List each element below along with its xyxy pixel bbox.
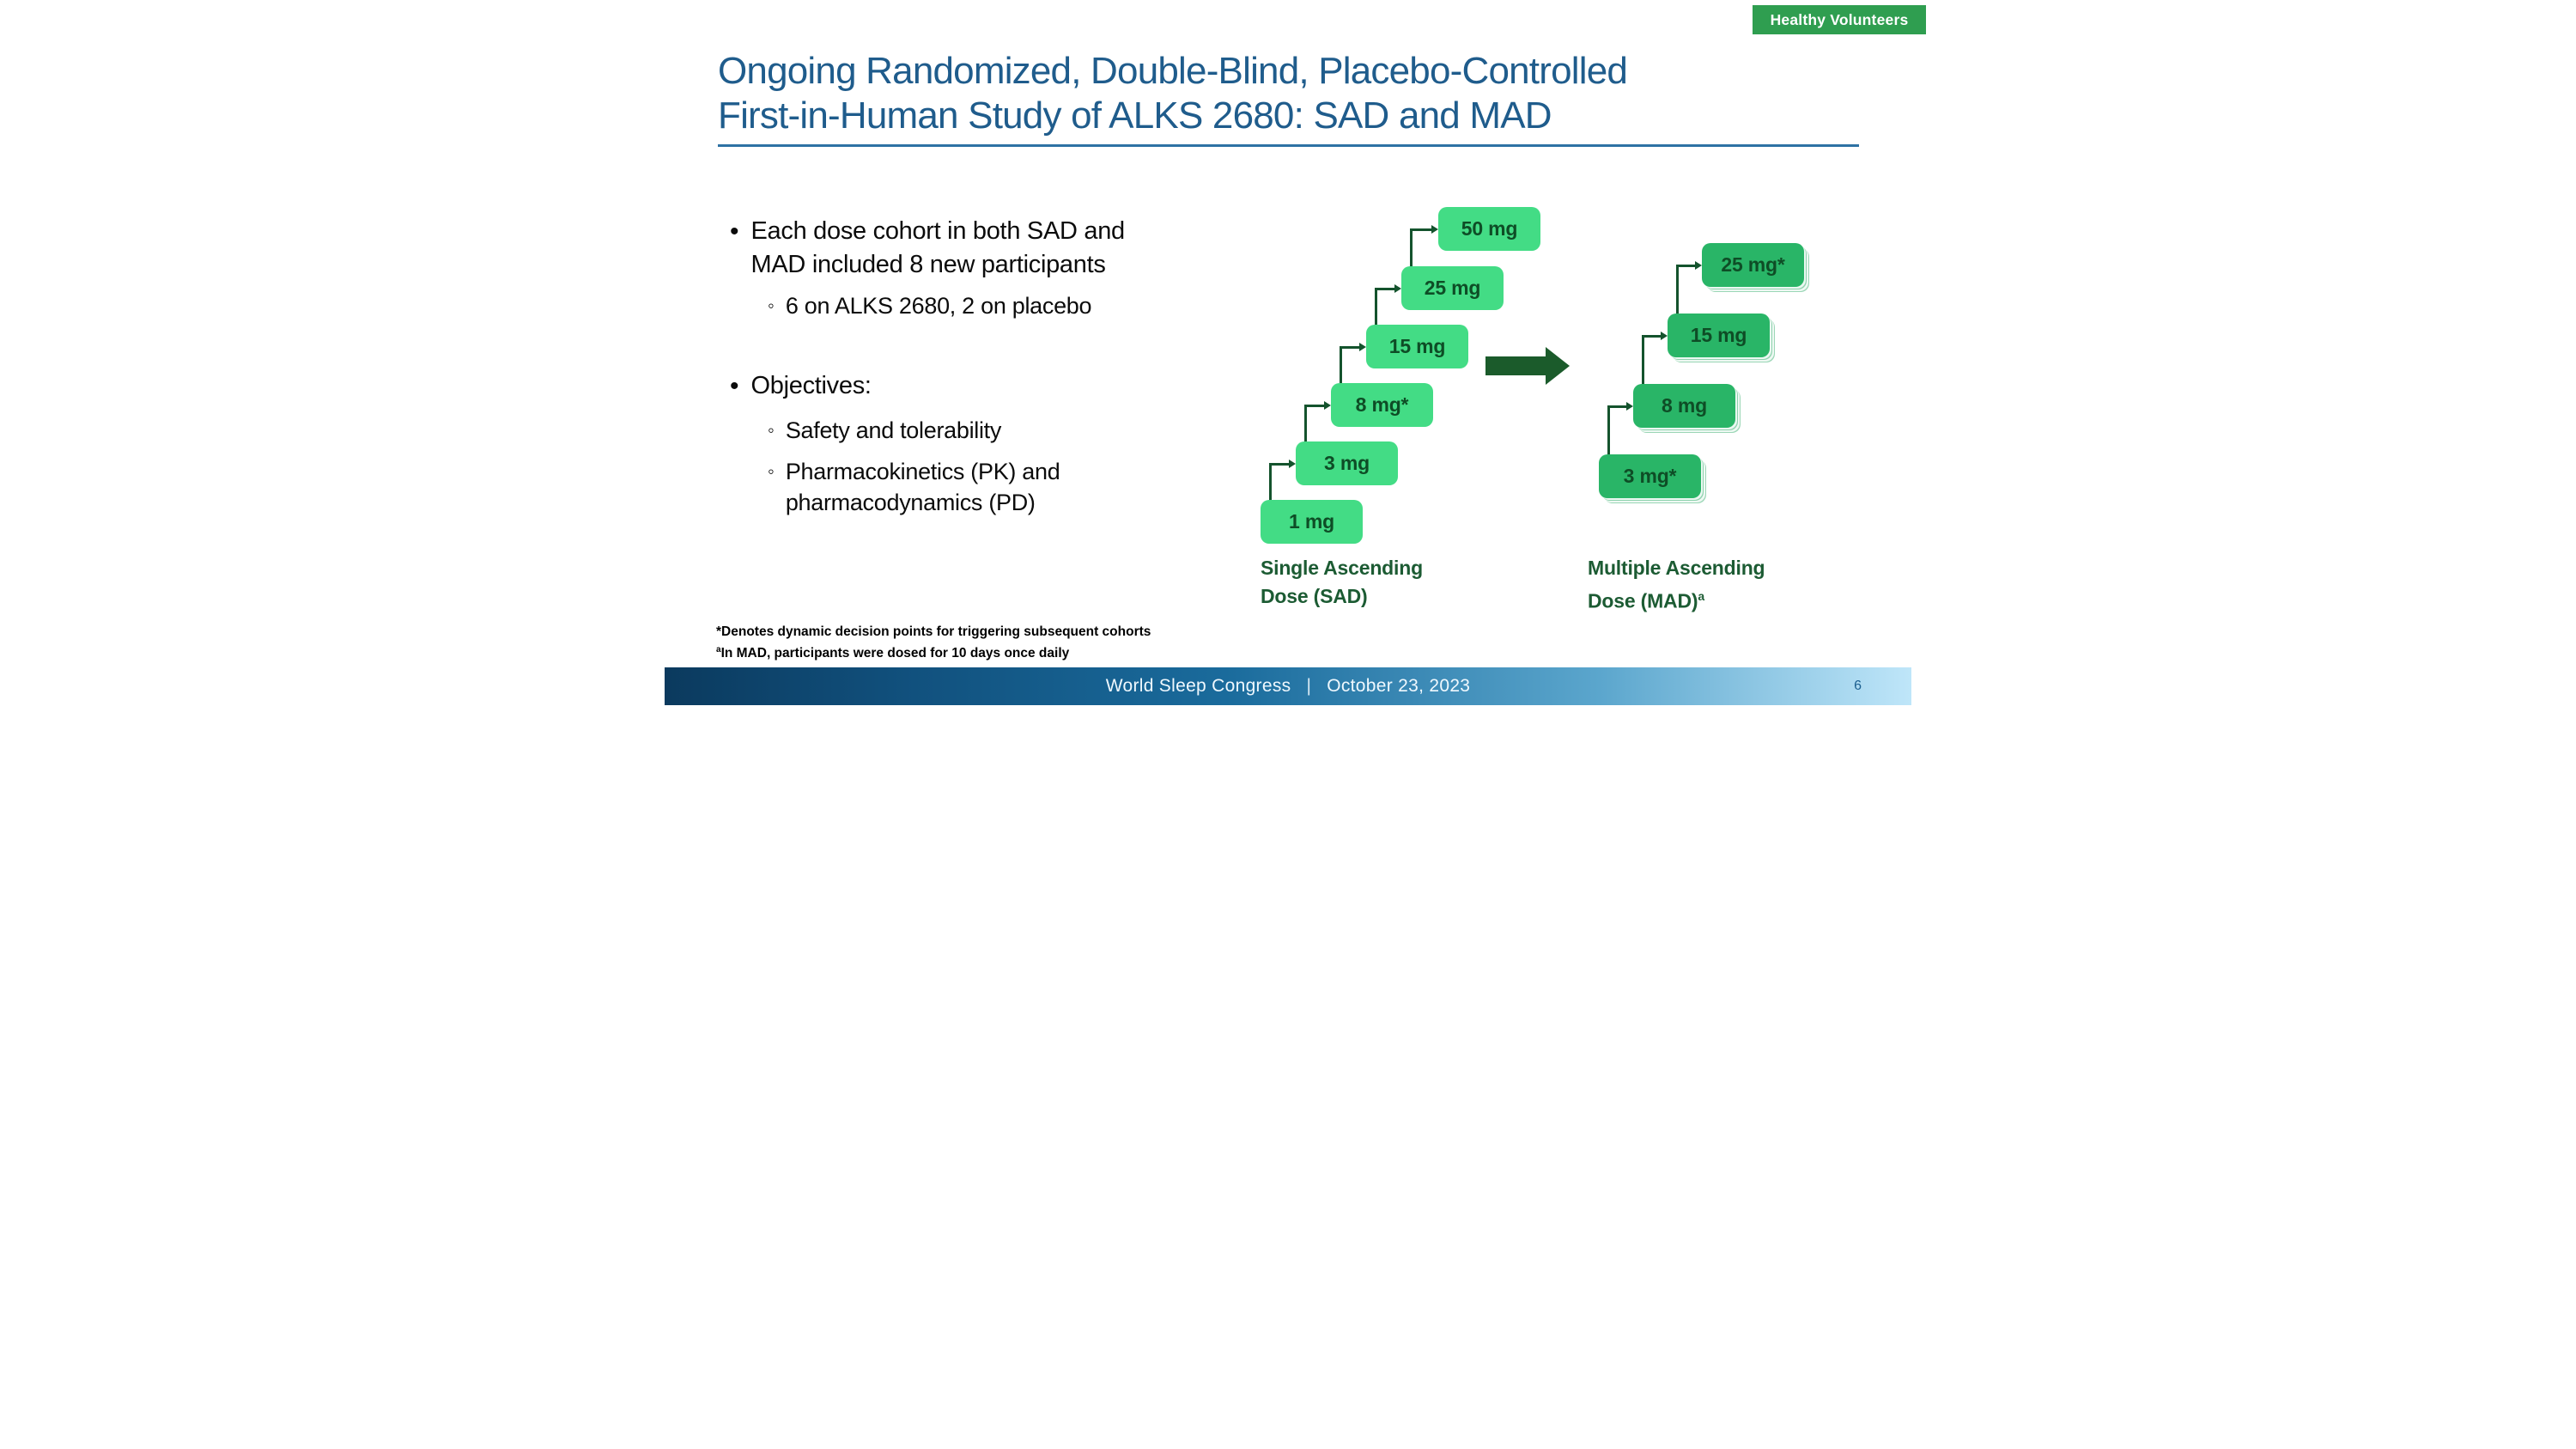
- footnote-a: aIn MAD, participants were dosed for 10 …: [716, 642, 1151, 663]
- footer-separator: |: [1306, 676, 1312, 696]
- slide-title: Ongoing Randomized, Double-Blind, Placeb…: [718, 50, 1628, 137]
- footnote-asterisk: *Denotes dynamic decision points for tri…: [716, 624, 1151, 639]
- page-number: 6: [1854, 679, 1862, 693]
- sad-dose-8mg-label: 8 mg*: [1355, 393, 1409, 416]
- mad-step-connector-line: [1642, 335, 1644, 384]
- bullet-item-objectives-text: Objectives:: [750, 372, 872, 399]
- sad-step-connector-line: [1375, 288, 1377, 325]
- mad-group-label: Multiple Ascending Dose (MAD)a: [1588, 554, 1765, 616]
- sad-step-connector-line: [1410, 228, 1431, 231]
- mad-step-arrow-icon: [1695, 261, 1702, 270]
- sad-dose-50mg-label: 50 mg: [1461, 217, 1518, 240]
- mad-group-label-text: Multiple Ascending Dose (MAD): [1588, 557, 1765, 612]
- sad-step-connector-line: [1304, 405, 1307, 441]
- sub-bullet-pkpd-text: Pharmacokinetics (PK) and pharmacodynami…: [785, 459, 1060, 515]
- mad-step-arrow-icon: [1626, 402, 1633, 411]
- footer-bar: World Sleep Congress | October 23, 2023 …: [665, 667, 1911, 705]
- mad-dose-15mg-label: 15 mg: [1690, 324, 1747, 346]
- sub-bullet-marker: ◦: [768, 419, 775, 441]
- sad-step-connector-line: [1304, 405, 1324, 407]
- sub-bullet-pkpd: ◦ Pharmacokinetics (PK) and pharmacodyna…: [768, 456, 1224, 518]
- bullet-item-objectives: • Objectives:: [730, 369, 1224, 403]
- mad-step-connector-line: [1676, 265, 1679, 314]
- mad-dose-box-15mg: 15 mg: [1668, 314, 1770, 357]
- population-badge: Healthy Volunteers: [1753, 5, 1926, 34]
- sad-dose-box-25mg: 25 mg: [1401, 266, 1504, 310]
- sad-step-connector-line: [1340, 346, 1359, 349]
- mad-dose-box-25mg: 25 mg*: [1702, 243, 1804, 287]
- sad-dose-15mg-label: 15 mg: [1388, 335, 1446, 357]
- bullet-marker: •: [730, 217, 739, 246]
- sad-dose-box-50mg: 50 mg: [1438, 207, 1540, 251]
- footnotes: *Denotes dynamic decision points for tri…: [716, 624, 1151, 662]
- sad-dose-box-1mg: 1 mg: [1261, 500, 1363, 544]
- sad-dose-25mg-label: 25 mg: [1424, 277, 1481, 299]
- sad-dose-box-15mg: 15 mg: [1366, 325, 1468, 368]
- slide: Healthy Volunteers Ongoing Randomized, D…: [644, 0, 1932, 725]
- title-underline: [718, 144, 1859, 147]
- sad-to-mad-arrow-icon: [1546, 347, 1570, 385]
- sad-dose-box-8mg: 8 mg*: [1331, 383, 1433, 427]
- footer-congress: World Sleep Congress: [1105, 676, 1291, 696]
- mad-dose-3mg-label: 3 mg*: [1623, 465, 1677, 487]
- sad-step-arrow-icon: [1289, 460, 1296, 468]
- bullet-item-cohorts: • Each dose cohort in both SAD and MAD i…: [730, 215, 1224, 282]
- sub-bullet-marker: ◦: [768, 295, 775, 316]
- mad-dose-box-8mg: 8 mg: [1633, 384, 1735, 428]
- sub-bullet-randomization: ◦ 6 on ALKS 2680, 2 on placebo: [768, 290, 1224, 321]
- sad-step-arrow-icon: [1324, 401, 1331, 410]
- bullet-item-cohorts-text: Each dose cohort in both SAD and MAD inc…: [750, 217, 1126, 278]
- sad-step-connector-line: [1410, 228, 1413, 266]
- mad-step-connector-line: [1607, 405, 1610, 454]
- sad-to-mad-arrow-icon: [1485, 356, 1546, 375]
- sad-dose-box-3mg: 3 mg: [1296, 441, 1398, 485]
- footnote-a-superscript: a: [716, 644, 721, 654]
- sad-dose-1mg-label: 1 mg: [1289, 510, 1334, 533]
- mad-step-connector-line: [1607, 405, 1626, 408]
- footer-date: October 23, 2023: [1327, 676, 1471, 696]
- sub-bullet-safety: ◦ Safety and tolerability: [768, 415, 1224, 446]
- sad-step-arrow-icon: [1359, 343, 1366, 351]
- mad-step-connector-line: [1642, 335, 1661, 338]
- population-badge-label: Healthy Volunteers: [1770, 10, 1909, 28]
- bullet-marker: •: [730, 372, 739, 400]
- sub-bullet-marker: ◦: [768, 460, 775, 482]
- sad-step-arrow-icon: [1431, 225, 1438, 234]
- mad-step-connector-line: [1676, 265, 1695, 267]
- mad-group-label-superscript: a: [1698, 589, 1704, 603]
- mad-dose-8mg-label: 8 mg: [1662, 394, 1707, 417]
- sad-step-connector-line: [1375, 288, 1394, 290]
- sad-step-arrow-icon: [1394, 284, 1401, 293]
- mad-dose-box-3mg: 3 mg*: [1599, 454, 1701, 498]
- sad-group-label: Single Ascending Dose (SAD): [1261, 557, 1423, 607]
- sad-step-connector-line: [1269, 463, 1289, 466]
- sub-bullet-safety-text: Safety and tolerability: [785, 417, 1002, 443]
- sub-bullet-randomization-text: 6 on ALKS 2680, 2 on placebo: [785, 293, 1092, 319]
- mad-dose-25mg-label: 25 mg*: [1721, 253, 1785, 276]
- sad-dose-3mg-label: 3 mg: [1324, 452, 1370, 474]
- mad-step-arrow-icon: [1661, 332, 1668, 340]
- sad-step-connector-line: [1340, 346, 1342, 383]
- bullet-list: • Each dose cohort in both SAD and MAD i…: [730, 215, 1224, 518]
- footnote-a-text: In MAD, participants were dosed for 10 d…: [720, 645, 1070, 661]
- sad-step-connector-line: [1269, 463, 1272, 500]
